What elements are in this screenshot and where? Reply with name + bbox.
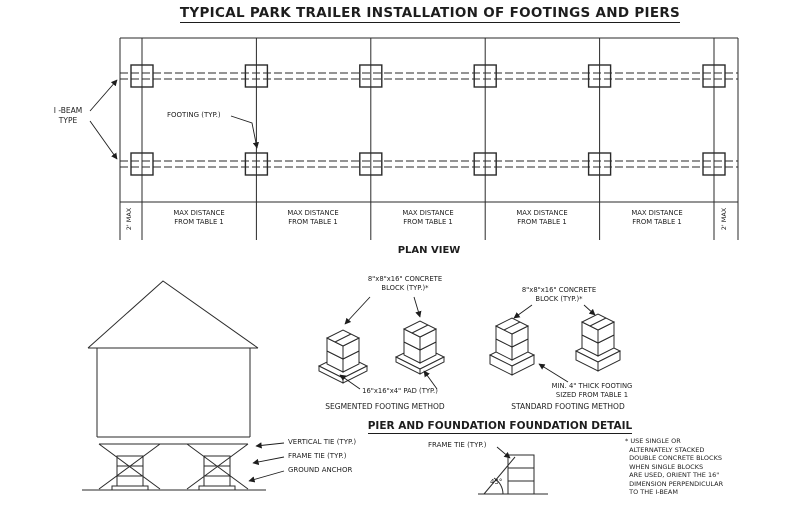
dim-max-distance-label: MAX DISTANCE FROM TABLE 1 [173, 209, 225, 227]
pier-squares [130, 64, 726, 176]
drawing-title: TYPICAL PARK TRAILER INSTALLATION OF FOO… [179, 5, 681, 23]
dim-max-distance-label: MAX DISTANCE FROM TABLE 1 [631, 209, 683, 227]
angle-45-label: 45° [490, 478, 503, 486]
segmented-footing-piers [318, 320, 445, 384]
frame-tie-label: FRAME TIE (TYP.) [288, 452, 347, 460]
dim-right-label: 2' MAX [720, 207, 728, 231]
ibeam-type-label: I -BEAM TYPE [53, 106, 83, 125]
dim-left-label: 2' MAX [125, 207, 133, 231]
dim-max-distance-label: MAX DISTANCE FROM TABLE 1 [516, 209, 568, 227]
segmented-block-label: 8"x8"x16" CONCRETE BLOCK (TYP.)* [367, 275, 443, 292]
dim-max-distance-label: MAX DISTANCE FROM TABLE 1 [402, 209, 454, 227]
ground-anchor-label: GROUND ANCHOR [288, 466, 353, 474]
dim-max-distance-label: MAX DISTANCE FROM TABLE 1 [287, 209, 339, 227]
detail-heading: PIER AND FOUNDATION FOUNDATION DETAIL [367, 420, 633, 434]
plan-view-caption: PLAN VIEW [397, 245, 461, 256]
leader-lines [89, 79, 596, 483]
footnote-text: * USE SINGLE OR ALTERNATELY STACKED DOUB… [625, 437, 724, 497]
segmented-pad-label: 16"x16"x4" PAD (TYP.) [362, 387, 438, 395]
standard-block-label: 8"x8"x16" CONCRETE BLOCK (TYP.)* [521, 286, 597, 303]
standard-method-caption: STANDARD FOOTING METHOD [511, 402, 625, 411]
trailer-elevation [82, 280, 266, 491]
ibeam-lines [120, 72, 738, 168]
standard-footing-piers [489, 313, 621, 376]
standard-footing-label: MIN. 4" THICK FOOTING SIZED FROM TABLE 1 [551, 382, 633, 399]
detail-frame-tie-label: FRAME TIE (TYP.) [428, 441, 487, 449]
plan-view-grid [119, 37, 739, 240]
frame-tie-detail [478, 454, 548, 495]
vertical-tie-label: VERTICAL TIE (TYP.) [288, 438, 357, 446]
segmented-method-caption: SEGMENTED FOOTING METHOD [325, 402, 445, 411]
footing-typ-label: FOOTING (TYP.) [167, 111, 221, 119]
